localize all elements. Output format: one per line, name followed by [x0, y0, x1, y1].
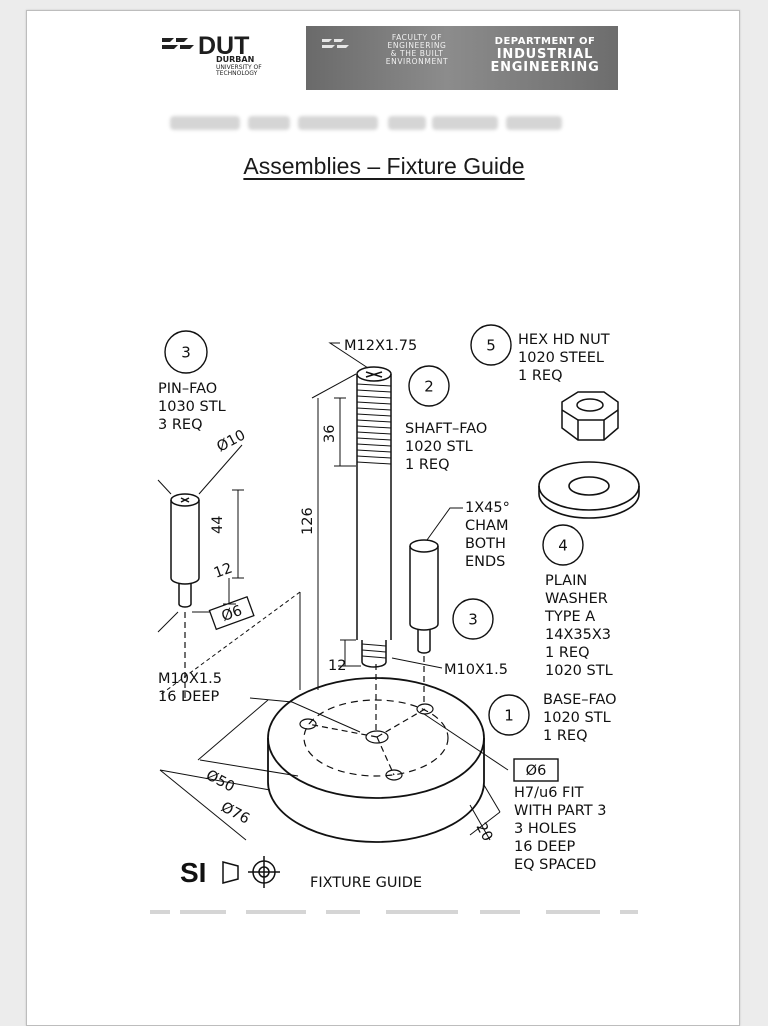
callout-chamfer-line: CHAM — [465, 518, 508, 534]
fit-note-line: H7/u6 FIT — [514, 785, 584, 801]
projection-symbol-text: SI — [180, 857, 206, 888]
shaft-drawing — [356, 366, 392, 668]
washer-drawing — [538, 461, 640, 519]
part-1-name: BASE–FAO — [543, 692, 617, 708]
callout-base-depth: 16 DEEP — [158, 689, 220, 705]
balloon-part-3-right — [452, 598, 494, 640]
part-5-material: 1020 STEEL — [518, 350, 604, 366]
part-3-name: PIN–FAO — [158, 381, 217, 397]
fit-note-line: 16 DEEP — [514, 839, 576, 855]
faculty-line: FACULTY OF — [391, 33, 443, 42]
balloon-number: 1 — [504, 707, 514, 725]
dim-base-outer: Ø76 — [218, 799, 252, 827]
faint-footer-line — [150, 910, 638, 914]
fit-note-line: WITH PART 3 — [514, 803, 606, 819]
page-title: Assemblies – Fixture Guide — [243, 153, 525, 179]
faculty-text: FACULTY OF ENGINEERING & THE BUILT ENVIR… — [368, 34, 466, 66]
part-4-extra: 1020 STL — [545, 663, 613, 679]
faculty-line: ENGINEERING — [387, 41, 447, 50]
balloon-part-5 — [470, 324, 512, 366]
base-inner-details — [184, 612, 449, 781]
faculty-emblem-icon — [322, 39, 349, 48]
pin-diameter-box: Ø6 — [208, 595, 255, 631]
balloon-part-2 — [408, 365, 450, 407]
part-4-qty: 1 REQ — [545, 645, 589, 661]
callout-chamfer-line: 1X45° — [465, 500, 510, 516]
dut-logo: DUT DURBAN UNIVERSITY OF TECHNOLOGY — [160, 32, 300, 88]
faculty-line: ENVIRONMENT — [385, 57, 449, 66]
dim-shaft-total: 126 — [300, 507, 316, 535]
balloon-number: 3 — [181, 344, 191, 362]
part-1-qty: 1 REQ — [543, 728, 587, 744]
dut-logo-graphic: DUT DURBAN UNIVERSITY OF TECHNOLOGY — [162, 32, 262, 77]
callout-thread-bottom: M10X1.5 — [444, 662, 508, 678]
part-2-qty: 1 REQ — [405, 457, 449, 473]
part-3-material: 1030 STL — [158, 399, 226, 415]
callout-chamfer-line: BOTH — [465, 536, 506, 552]
shaft-dimension-lines — [311, 342, 369, 690]
logo-sub-line: UNIVERSITY OF — [216, 64, 262, 71]
logo-sub-line: TECHNOLOGY — [215, 70, 258, 77]
pin-left-drawing — [170, 493, 200, 608]
department-line: ENGINEERING — [490, 60, 600, 75]
part-5-qty: 1 REQ — [518, 368, 562, 384]
fit-note-line: 3 HOLES — [514, 821, 577, 837]
faculty-banner: FACULTY OF ENGINEERING & THE BUILT ENVIR… — [306, 26, 618, 90]
part-4-size: 14X35X3 — [545, 627, 611, 643]
drawing-caption: FIXTURE GUIDE — [310, 875, 422, 891]
callout-chamfer-line: ENDS — [465, 554, 505, 570]
third-angle-projection-icon — [222, 856, 280, 888]
base-drawing — [267, 677, 485, 843]
fit-box: Ø6 — [513, 758, 559, 782]
part-5-name: HEX HD NUT — [518, 332, 610, 348]
dim-shaft-short: 12 — [328, 658, 346, 674]
logo-wordmark: DUT — [198, 32, 249, 60]
balloon-number: 5 — [486, 337, 496, 355]
part-4-type: TYPE A — [544, 609, 595, 625]
part-1-material: 1020 STL — [543, 710, 611, 726]
balloon-number: 2 — [424, 378, 434, 396]
dim-pin-length: 44 — [210, 516, 226, 534]
shaft-thread-hatching — [356, 383, 392, 659]
faded-course-title — [170, 116, 562, 130]
dim-base-height: 20 — [472, 820, 495, 844]
callout-base-thread: M10X1.5 — [158, 671, 222, 687]
part-2-name: SHAFT–FAO — [405, 421, 487, 437]
dim-pin-diameter: Ø10 — [214, 427, 248, 455]
department-text: DEPARTMENT OF INDUSTRIAL ENGINEERING — [480, 35, 610, 74]
thread-bottom-leader — [391, 657, 443, 669]
fit-note-line: EQ SPACED — [514, 857, 596, 873]
base-dimension-lines — [159, 591, 509, 841]
document-page — [26, 10, 740, 1026]
hex-nut-drawing — [561, 391, 619, 441]
logo-sub-line: DURBAN — [216, 55, 254, 64]
department-line: INDUSTRIAL — [496, 47, 594, 62]
balloon-part-1 — [488, 694, 530, 736]
dim-shaft-thread: 36 — [322, 425, 338, 443]
callout-thread-top: M12X1.75 — [344, 338, 417, 354]
pin-dimension-lines — [157, 444, 244, 633]
part-2-material: 1020 STL — [405, 439, 473, 455]
dim-base-inner: Ø50 — [203, 767, 237, 795]
header-banner: DUT DURBAN UNIVERSITY OF TECHNOLOGY FACU… — [160, 26, 620, 90]
chamfer-leader — [426, 507, 463, 541]
dim-pin-box: Ø6 — [220, 603, 245, 625]
dim-pin-short: 12 — [212, 560, 235, 581]
balloon-number: 3 — [468, 611, 478, 629]
pin-right-drawing — [409, 539, 439, 654]
balloon-number: 4 — [558, 537, 568, 555]
balloon-part-3-left — [164, 330, 208, 374]
part-4-material: WASHER — [545, 591, 608, 607]
balloon-part-4 — [542, 524, 584, 566]
part-4-name: PLAIN — [545, 573, 587, 589]
part-3-qty: 3 REQ — [158, 417, 202, 433]
department-line: DEPARTMENT OF — [494, 36, 596, 47]
callout-fit-box: Ø6 — [526, 763, 547, 779]
faculty-line: & THE BUILT — [390, 49, 444, 58]
